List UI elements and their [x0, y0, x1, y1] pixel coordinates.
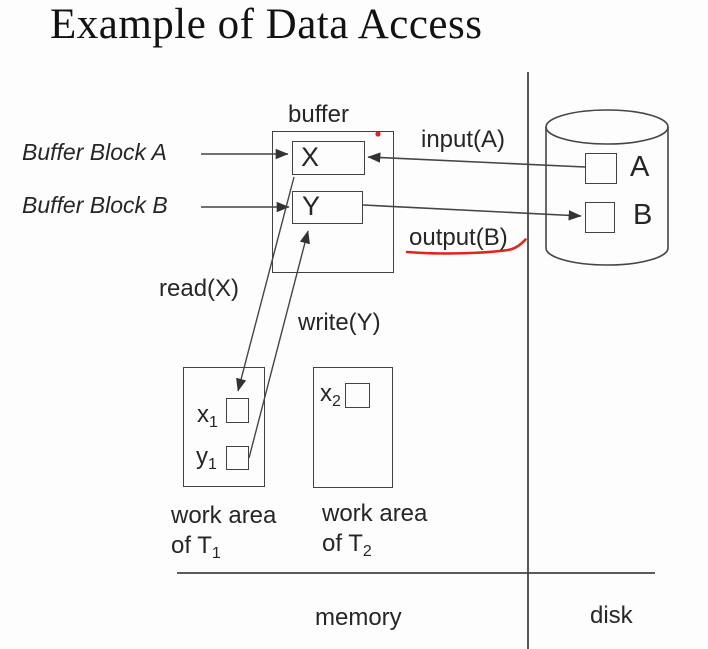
work-area-t1-y1-box	[226, 446, 249, 470]
t2-caption-sub: 2	[362, 543, 372, 560]
buffer-block-y-box	[292, 191, 363, 224]
disk-cylinder-top	[545, 109, 669, 145]
input-a-arrow	[367, 152, 586, 168]
disk-block-b-box	[585, 202, 615, 233]
disk-cylinder-body	[545, 127, 669, 266]
memory-region-label: memory	[315, 604, 402, 631]
var-x2-sub: 2	[332, 393, 341, 410]
read-x-arrow	[236, 176, 295, 392]
write-y-arrow	[248, 230, 310, 459]
output-b-arrow	[362, 204, 582, 221]
var-x1-sub: 1	[209, 414, 218, 431]
t1-caption-sub: 1	[211, 545, 221, 562]
work-area-t1-x1-box	[226, 398, 249, 423]
work-area-t2-caption-line1: work area	[322, 500, 428, 527]
input-a-label: input(A)	[421, 126, 506, 153]
buffer-label: buffer	[288, 101, 349, 128]
red-underline-annotation	[405, 238, 527, 255]
t1-caption-base: of T	[171, 532, 212, 559]
disk-block-b-label: B	[633, 199, 653, 231]
work-area-t2-x2-box	[345, 383, 370, 408]
work-area-t1-caption-line2: of T1	[171, 531, 276, 569]
buffer-block-x-label: X	[301, 142, 320, 172]
read-x-label: read(X)	[159, 275, 240, 302]
buffer-box	[272, 131, 394, 273]
work-area-t1-caption-line1: work area	[171, 502, 277, 529]
var-y1-base: y	[196, 443, 208, 470]
buffer-block-y-label: Y	[302, 191, 321, 221]
work-area-t1-caption: work area of T1	[171, 501, 276, 569]
slide-title: Example of Data Access	[50, 1, 483, 48]
work-area-t1-box	[183, 367, 265, 487]
work-area-t1-var-x1: x1	[197, 401, 218, 432]
output-b-label: output(B)	[409, 224, 508, 251]
work-area-t2-caption-line2: of T2	[322, 529, 427, 567]
work-area-t2-var-x2: x2	[320, 380, 341, 411]
var-x1-base: x	[197, 401, 209, 428]
work-area-t2-caption: work area of T2	[322, 499, 427, 567]
write-y-label: write(Y)	[298, 309, 381, 336]
disk-block-a-box	[585, 153, 617, 184]
buffer-block-a-pointer-label: Buffer Block A	[22, 139, 167, 165]
work-area-t2-box	[313, 367, 393, 488]
work-area-t1-var-y1: y1	[196, 443, 217, 474]
disk-block-a-label: A	[630, 151, 650, 183]
disk-region-label: disk	[590, 602, 633, 629]
buffer-block-x-box	[292, 141, 365, 175]
var-y1-sub: 1	[208, 456, 217, 473]
red-dot-annotation	[375, 131, 381, 137]
var-x2-base: x	[320, 380, 332, 407]
t2-caption-base: of T	[322, 530, 363, 557]
buffer-block-b-pointer-label: Buffer Block B	[22, 192, 168, 218]
